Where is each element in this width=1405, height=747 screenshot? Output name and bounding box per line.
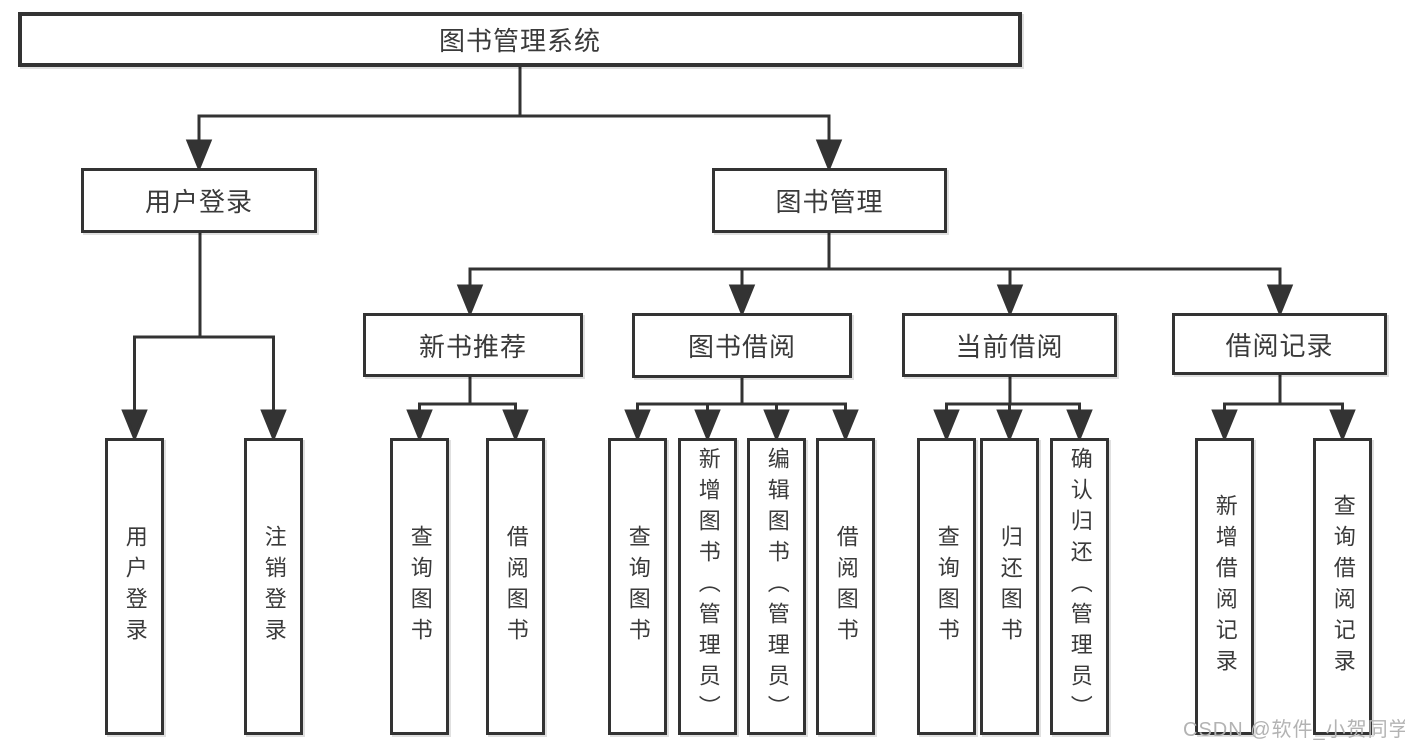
- arrowhead-icon: [185, 139, 213, 172]
- arrowhead-icon: [502, 409, 529, 442]
- leaf-borrow-books-label: 借阅图书: [833, 524, 859, 649]
- node-book-borrowing-label: 图书借阅: [687, 332, 796, 362]
- connector-book-management-to-level3: [456, 233, 1294, 317]
- leaf-user-login: 用户登录: [105, 438, 164, 735]
- node-borrowing-records: 借阅记录: [1172, 313, 1387, 375]
- node-book-management: 图书管理: [712, 168, 947, 233]
- arrowhead-icon: [815, 139, 843, 172]
- leaf-user-login-label: 用户登录: [122, 524, 148, 649]
- connector-current-borrow-to-leaves: [933, 377, 1093, 442]
- arrowhead-icon: [1211, 409, 1238, 442]
- leaf-return-books: 归还图书: [980, 438, 1039, 735]
- node-current-borrowing: 当前借阅: [902, 313, 1117, 377]
- connector-user-login-to-leaves: [121, 233, 287, 442]
- leaf-add-books-admin-label: 新增图书（管理员）: [695, 447, 721, 726]
- arrowhead-icon: [694, 409, 721, 442]
- leaf-query-borrow-record: 查询借阅记录: [1313, 438, 1372, 735]
- leaf-return-books-label: 归还图书: [997, 524, 1023, 649]
- connector-new-book-to-leaves: [406, 377, 529, 442]
- node-borrowing-records-label: 借阅记录: [1225, 330, 1334, 361]
- connector-borrow-records-to-leaves: [1211, 375, 1356, 442]
- arrowhead-icon: [996, 409, 1023, 442]
- node-book-management-label: 图书管理: [775, 187, 884, 217]
- leaf-add-books-admin: 新增图书（管理员）: [678, 438, 737, 735]
- leaf-confirm-return-admin: 确认归还（管理员）: [1050, 438, 1109, 735]
- node-new-book-recommendation: 新书推荐: [363, 313, 583, 377]
- leaf-query-books-current-label: 查询图书: [934, 524, 960, 649]
- connector-book-borrow-to-leaves: [624, 378, 859, 442]
- leaf-query-books-current: 查询图书: [917, 438, 976, 735]
- leaf-edit-books-admin-label: 编辑图书（管理员）: [764, 447, 790, 726]
- node-user-login-label: 用户登录: [144, 187, 253, 217]
- connector-root-to-level2: [185, 67, 843, 172]
- arrowhead-icon: [406, 409, 433, 442]
- arrowhead-icon: [1066, 409, 1093, 442]
- leaf-confirm-return-admin-label: 确认归还（管理员）: [1067, 447, 1093, 726]
- node-current-borrowing-label: 当前借阅: [955, 331, 1064, 362]
- leaf-add-borrow-record: 新增借阅记录: [1195, 438, 1254, 735]
- node-new-book-recommendation-label: 新书推荐: [418, 331, 527, 362]
- arrowhead-icon: [832, 409, 859, 442]
- leaf-add-borrow-record-label: 新增借阅记录: [1212, 493, 1238, 680]
- arrowhead-icon: [1329, 409, 1356, 442]
- arrowhead-icon: [763, 409, 790, 442]
- leaf-borrow-books: 借阅图书: [816, 438, 875, 735]
- arrowhead-icon: [1266, 284, 1294, 317]
- leaf-query-books-borrow-label: 查询图书: [625, 524, 651, 649]
- leaf-borrow-books-recommend-label: 借阅图书: [503, 524, 529, 649]
- node-library-management-system-label: 图书管理系统: [438, 26, 601, 56]
- arrowhead-icon: [996, 284, 1024, 317]
- node-library-management-system: 图书管理系统: [18, 12, 1022, 67]
- leaf-query-books-recommend-label: 查询图书: [407, 524, 433, 649]
- leaf-logout-label: 注销登录: [261, 524, 287, 649]
- arrowhead-icon: [933, 409, 960, 442]
- leaf-edit-books-admin: 编辑图书（管理员）: [747, 438, 806, 735]
- arrowhead-icon: [121, 409, 148, 442]
- leaf-logout: 注销登录: [244, 438, 303, 735]
- watermark: CSDN @软件_小贺同学: [1183, 719, 1405, 741]
- node-user-login: 用户登录: [81, 168, 317, 233]
- arrowhead-icon: [260, 409, 287, 442]
- leaf-borrow-books-recommend: 借阅图书: [486, 438, 545, 735]
- arrowhead-icon: [624, 409, 651, 442]
- leaf-query-borrow-record-label: 查询借阅记录: [1330, 493, 1356, 680]
- leaf-query-books-borrow: 查询图书: [608, 438, 667, 735]
- leaf-query-books-recommend: 查询图书: [390, 438, 449, 735]
- arrowhead-icon: [728, 284, 756, 317]
- arrowhead-icon: [456, 284, 484, 317]
- node-book-borrowing: 图书借阅: [632, 313, 852, 378]
